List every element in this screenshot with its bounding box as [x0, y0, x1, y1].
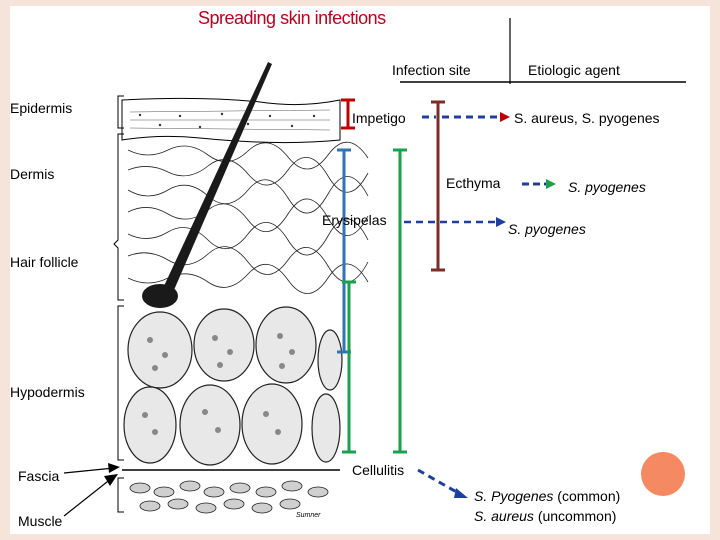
impetigo-arrow — [422, 112, 510, 122]
slide-border-top — [0, 0, 720, 6]
erysipelas-arrow — [404, 217, 506, 227]
cellulitis-agent-uncommon-note: (uncommon) — [533, 508, 617, 524]
layer-epidermis: Epidermis — [10, 100, 73, 116]
header-infection-site: Infection site — [392, 62, 471, 78]
agent-erysipelas: S. pyogenes — [508, 221, 586, 237]
decorative-circle — [641, 452, 685, 496]
slide-title: Spreading skin infections — [198, 8, 386, 28]
cellulitis-agent-uncommon: S. aureus (uncommon) — [474, 508, 616, 524]
slide-border-bottom — [0, 534, 720, 540]
agent-impetigo: S. aureus, S. pyogenes — [514, 110, 660, 126]
site-cellulitis: Cellulitis — [352, 462, 405, 478]
site-impetigo: Impetigo — [352, 110, 406, 126]
slide-border-left — [0, 0, 10, 540]
impetigo-range-bar — [341, 98, 355, 130]
ecthyma-arrow — [522, 179, 556, 189]
cellulitis-agent-uncommon-name: S. aureus — [474, 508, 534, 524]
layer-dermis: Dermis — [10, 166, 55, 182]
cellulitis-range-bar-2 — [342, 280, 356, 454]
muscle-pointer-arrow — [63, 474, 118, 517]
cellulitis-agent-common-note: (common) — [553, 488, 621, 504]
fascia-pointer-arrow — [63, 463, 120, 474]
ecthyma-range-bar — [431, 100, 445, 272]
skin-illustration — [113, 62, 369, 514]
cellulitis-range-bar-1 — [393, 148, 407, 454]
layer-fascia: Fascia — [18, 468, 60, 484]
site-erysipelas: Erysipelas — [322, 212, 387, 228]
figure-credit: Sumner — [296, 512, 321, 519]
cellulitis-agent-common: S. Pyogenes (common) — [474, 488, 620, 504]
site-ecthyma: Ecthyma — [446, 175, 501, 191]
slide-border-right — [710, 0, 720, 540]
layer-hair-follicle: Hair follicle — [10, 254, 79, 270]
agent-ecthyma: S. pyogenes — [568, 179, 646, 195]
layer-hypodermis: Hypodermis — [10, 384, 85, 400]
layer-muscle: Muscle — [18, 513, 63, 529]
cellulitis-agent-common-name: S. Pyogenes — [474, 488, 554, 504]
header-etiologic-agent: Etiologic agent — [528, 62, 620, 78]
cellulitis-arrow — [417, 468, 468, 498]
